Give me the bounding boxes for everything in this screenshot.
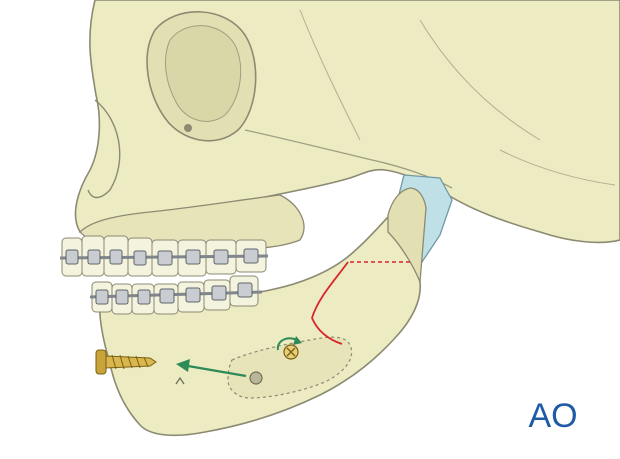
infraorbital-foramen: [184, 124, 192, 132]
rotation-arrow-head: [293, 336, 302, 345]
bone-screw: [95, 349, 157, 375]
mandible-ramus: [387, 187, 427, 283]
cranial-suture: [299, 9, 616, 186]
mandible: [98, 212, 422, 437]
ao-logo: AO: [528, 397, 577, 433]
orthodontic-braces: [59, 248, 269, 305]
eye-socket-inner: [165, 25, 242, 122]
mental-foramen: [175, 376, 185, 385]
ao-logo-text: AO: [528, 397, 577, 433]
osteotomy-line: [311, 261, 349, 345]
direction-arrow: [187, 364, 247, 378]
plate-screw: [283, 344, 299, 360]
screw-hole: [249, 371, 263, 385]
nasal-aperture: [87, 99, 121, 199]
direction-arrow-head: [176, 359, 190, 372]
